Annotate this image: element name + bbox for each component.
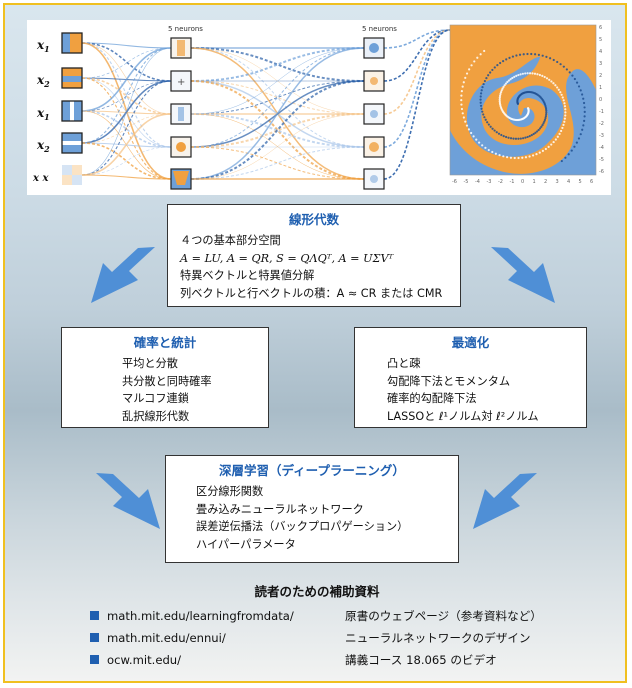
plot-x-tick: -3 [487,179,492,185]
deep-line-2: 畳み込みニューラルネットワーク [196,502,364,516]
deep-learning-box: 深層学習（ディープラーニング） 区分線形関数 畳み込みニューラルネットワーク 誤… [165,455,459,563]
input-node-5 [62,165,82,185]
probability-title: 確率と統計 [133,335,197,350]
deep-line-4: ハイパーパラメータ [196,537,296,551]
hidden2-node-5 [363,168,385,190]
plot-x-tick: -1 [510,179,515,185]
resource-desc-1: 原書のウェブページ（参考資料など） [345,609,542,623]
linear-algebra-box: 線形代数 ４つの基本部分空間 A = LU, A = QR, S = QΛQᵀ,… [167,204,461,307]
output-spiral-plot: -6 -5 -4 -3 -2 -1 0 1 2 3 4 5 6 6 5 4 3 2 1 0 -1 -2 -3 -4 -5 -6 [449,24,604,185]
plot-y-tick: 3 [599,61,602,67]
optimization-box: 最適化 凸と疎 勾配降下法とモメンタム 確率的勾配降下法 LASSOと ℓ¹ノル… [354,327,587,428]
linear-algebra-title: 線形代数 [288,212,339,227]
hidden-layer-2 [363,37,385,190]
input-label-1: x1 [36,38,50,54]
neural-network-figure: x1 x2 x1 x2 x x 5 neurons 5 neurons + [27,20,611,195]
plot-x-tick: 4 [567,179,570,185]
resource-row-1: math.mit.edu/learningfromdata/原書のウェブページ（… [90,608,542,624]
arrow-prob-to-deep [96,473,160,529]
input-node-1 [61,32,83,54]
plot-y-tick: -1 [599,109,604,115]
arrow-opt-to-deep [473,473,537,529]
resource-desc-3: 講義コース 18.065 のビデオ [345,653,497,667]
plot-x-tick: 6 [590,179,593,185]
plot-x-tick: -6 [452,179,457,185]
resource-url-2[interactable]: math.mit.edu/ennui/ [107,631,226,645]
arrow-to-probability [91,247,155,303]
prob-line-3: マルコフ連鎖 [122,392,189,405]
plot-x-tick: 3 [556,179,559,185]
plot-y-tick: -2 [599,121,604,127]
input-label-2: x2 [36,73,50,89]
resources-title: 読者のための補助資料 [254,584,380,599]
hidden1-node-3 [170,103,192,125]
probability-statistics-box: 確率と統計 平均と分散 共分散と同時確率 マルコフ連鎖 乱択線形代数 [61,327,269,428]
plot-x-tick: -4 [475,179,480,185]
plot-x-tick: 1 [533,179,536,185]
resource-desc-2: ニューラルネットワークのデザイン [345,631,531,645]
opt-line-2: 勾配降下法とモメンタム [387,374,511,388]
figure-frame: x1 x2 x1 x2 x x 5 neurons 5 neurons + [3,3,627,683]
opt-line-3: 確率的勾配降下法 [387,392,477,405]
deep-line-3: 誤差逆伝播法（バックプロパゲーション） [196,520,409,533]
plot-x-tick: 0 [521,179,524,185]
linear-line-3: 特異ベクトルと特異値分解 [180,269,315,282]
bullet-square-icon [90,611,99,620]
input-node-4 [61,132,83,154]
bullet-square-icon [90,655,99,664]
linear-line-4: 列ベクトルと行ベクトルの積：A ≈ CR または CMR [180,286,443,300]
layer1-label: 5 neurons [168,25,203,33]
prob-line-1: 平均と分散 [122,357,178,370]
plot-y-tick: 5 [599,37,602,43]
hidden-layer-1: + [170,37,192,190]
resource-url-3[interactable]: ocw.mit.edu/ [107,653,182,667]
input-label-5: x x [32,173,49,184]
hidden2-node-1 [363,37,385,59]
prob-line-2: 共分散と同時確率 [122,374,212,388]
hidden2-node-2 [363,70,385,92]
arrow-to-optimization [491,247,555,303]
linear-line-1: ４つの基本部分空間 [180,234,281,247]
plot-x-tick: 2 [544,179,547,185]
input-label-4: x2 [36,138,50,154]
plot-y-tick: 1 [599,85,602,91]
plot-y-tick: 6 [599,25,602,31]
opt-line-4: LASSOと ℓ¹ノルム対 ℓ²ノルム [387,409,539,423]
input-label-3: x1 [36,106,50,122]
input-nodes [61,32,83,185]
plot-x-tick: -5 [464,179,469,185]
input-node-2 [61,67,83,89]
deep-line-1: 区分線形関数 [196,485,264,498]
plot-y-tick: -4 [599,145,604,151]
network-connections [81,29,451,180]
hidden1-node-5 [170,168,192,190]
plot-y-tick: -5 [599,157,604,163]
resource-url-1[interactable]: math.mit.edu/learningfromdata/ [107,609,294,623]
hidden1-node-1 [170,37,192,59]
linear-line-2: A = LU, A = QR, S = QΛQᵀ, A = UΣVᵀ [180,251,394,265]
deep-learning-title: 深層学習（ディープラーニング） [219,463,405,478]
input-node-3 [61,100,83,122]
bullet-square-icon [90,633,99,642]
plot-y-tick: -6 [599,169,604,175]
plot-x-tick: -2 [498,179,503,185]
hidden1-node-4 [170,136,192,158]
hidden2-node-4 [363,136,385,158]
plot-y-tick: 4 [599,49,602,55]
hidden1-node-2: + [170,70,192,92]
resource-row-2: math.mit.edu/ennui/ニューラルネットワークのデザイン [90,630,531,646]
plot-x-tick: 5 [579,179,582,185]
opt-line-1: 凸と疎 [387,357,421,370]
resource-row-3: ocw.mit.edu/講義コース 18.065 のビデオ [90,652,497,668]
plot-y-tick: 0 [599,97,602,103]
layer2-label: 5 neurons [362,25,397,33]
hidden2-node-3 [363,103,385,125]
prob-line-4: 乱択線形代数 [122,409,190,423]
svg-text:+: + [177,77,185,88]
plot-y-tick: -3 [599,133,604,139]
plot-y-tick: 2 [599,73,602,79]
optimization-title: 最適化 [451,335,490,350]
